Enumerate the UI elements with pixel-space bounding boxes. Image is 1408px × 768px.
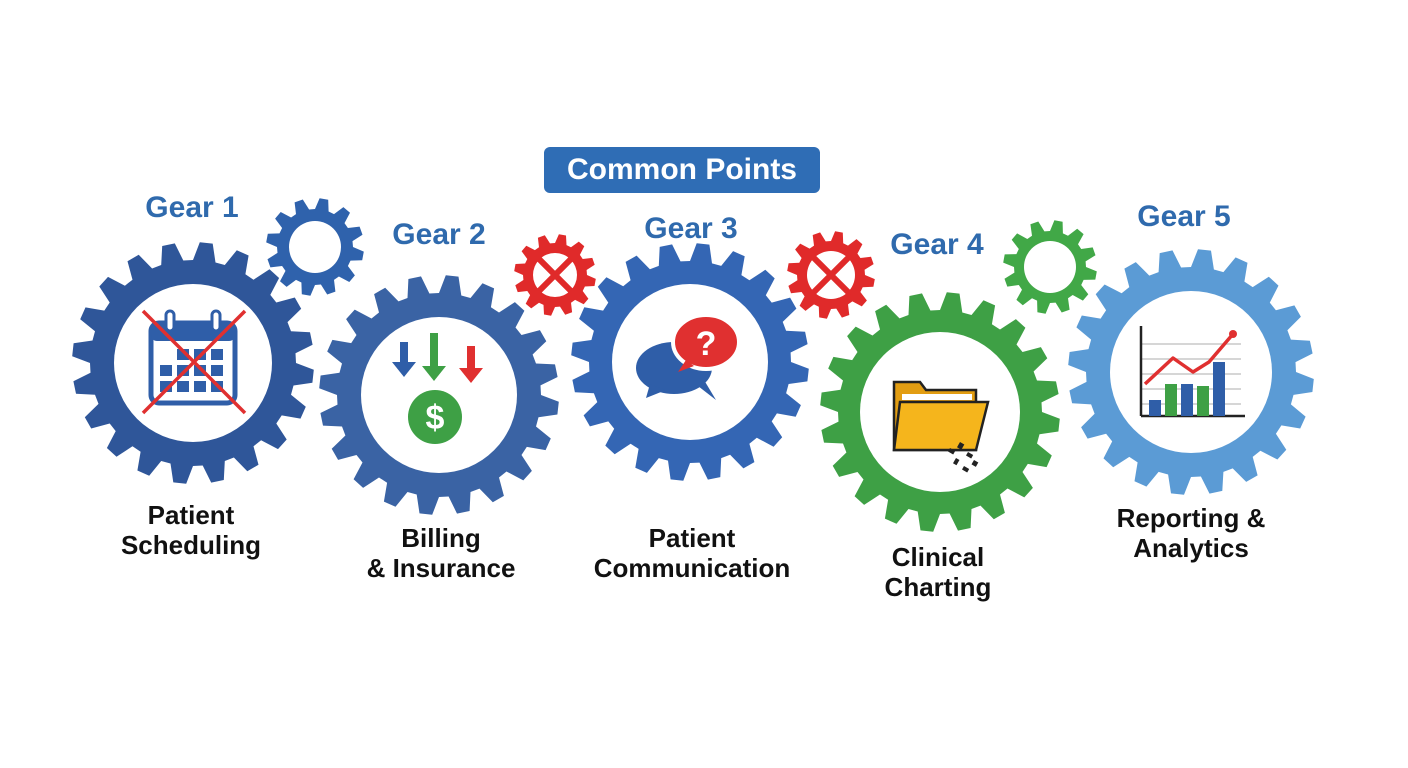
gear-1-label: Patient Scheduling [71,500,311,560]
bar-line-chart-icon [1139,326,1245,418]
gear-5-label-line1: Reporting & [1116,503,1266,533]
connector-gear-4 [1003,220,1097,314]
gear-3-label: Patient Communication [572,523,812,583]
svg-text:?: ? [696,325,717,363]
broken-folder-icon [892,380,990,473]
question-chat-icon: ? [636,313,741,400]
gear-4-label-line2: Charting [884,572,992,602]
gear-5-title: Gear 5 [1137,200,1231,233]
gear-5-label: Reporting & Analytics [1071,503,1311,563]
gear-4-label-line1: Clinical [891,542,985,572]
dollar-coin-icon [408,390,462,444]
arrow-down-red-icon [459,346,483,383]
gear-3-title: Gear 3 [644,212,738,245]
gear-2-label-line2: & Insurance [366,553,516,583]
gear-1-label-line1: Patient [147,500,235,530]
common-points-badge: Common Points [544,147,820,193]
gear-2-label: Billing & Insurance [321,523,561,583]
gear-4-title: Gear 4 [890,228,984,261]
gear-3-label-line2: Communication [593,553,791,583]
gear-5-label-line2: Analytics [1133,533,1249,563]
gear-3-label-line1: Patient [648,523,736,553]
dollar-arrows-icon: $ [392,333,483,444]
gear-4-label: Clinical Charting [818,542,1058,602]
gear-1-title: Gear 1 [145,191,239,224]
gear-2-label-line1: Billing [401,523,481,553]
connector-gear-2 [514,234,596,316]
arrow-down-blue-icon [392,342,416,377]
connector-gear-3 [787,231,875,319]
calendar-crossed-icon [141,309,247,415]
connector-gear-1 [266,198,364,296]
gear-1-label-line2: Scheduling [120,530,262,560]
gear-2-title: Gear 2 [392,218,486,251]
arrow-down-green-icon [422,333,446,381]
svg-text:$: $ [426,399,445,437]
